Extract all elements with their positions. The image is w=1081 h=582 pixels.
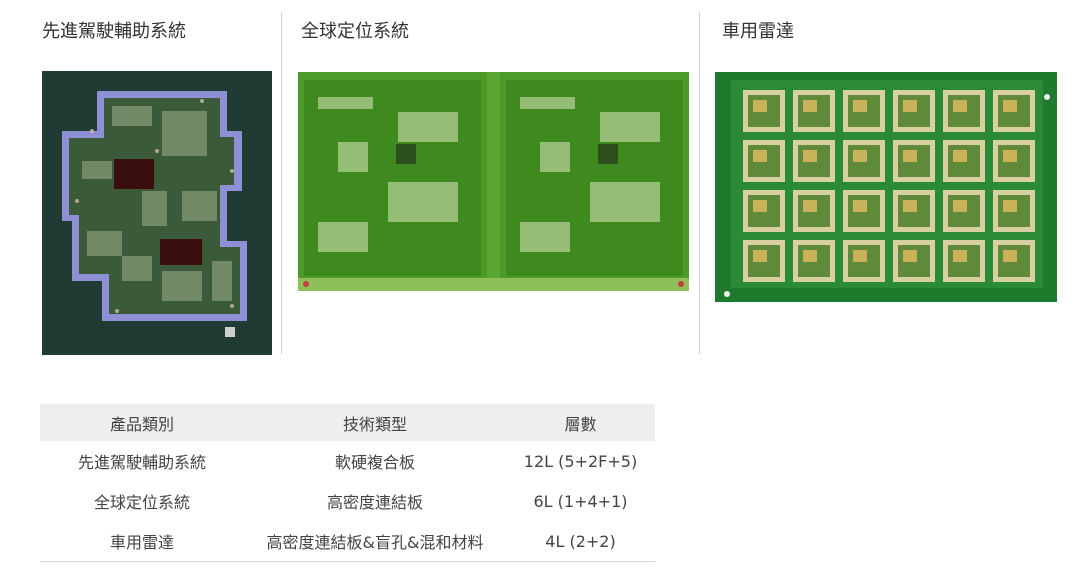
radar-package-pad <box>853 100 867 112</box>
radar-package-pad <box>803 200 817 212</box>
radar-package-pad <box>903 100 917 112</box>
radar-package-pad <box>753 150 767 162</box>
cell-layer-count: 4L (2+2) <box>506 521 655 562</box>
table-row: 先進駕駛輔助系統 軟硬複合板 12L (5+2F+5) <box>40 441 655 481</box>
radar-package-pad <box>953 150 967 162</box>
radar-package-pad <box>853 250 867 262</box>
adas-pcb-photo <box>42 71 272 355</box>
radar-pcb-photo <box>715 72 1057 302</box>
column-divider <box>699 12 700 354</box>
header-product-category: 產品類別 <box>40 404 244 441</box>
cell-layer-count: 6L (1+4+1) <box>533 491 628 511</box>
table-row: 全球定位系統 高密度連結板 6L (1+4+1) <box>40 481 655 521</box>
radar-package-pad <box>753 250 767 262</box>
radar-package-pad <box>903 250 917 262</box>
table-header-row: 產品類別 技術類型 層數 <box>40 404 655 441</box>
radar-package-pad <box>953 100 967 112</box>
radar-package-pad <box>1003 100 1017 112</box>
gps-title: 全球定位系統 <box>301 21 409 42</box>
radar-package-pad <box>953 250 967 262</box>
radar-package-pad <box>1003 200 1017 212</box>
radar-package-pad <box>903 200 917 212</box>
header-layer-count: 層數 <box>506 404 655 441</box>
radar-package-pad <box>853 200 867 212</box>
header-technology-type: 技術類型 <box>244 404 506 441</box>
radar-package-pad <box>953 200 967 212</box>
cell-layer-count: 12L (5+2F+5) <box>523 451 638 471</box>
cell-technology-type: 高密度連結板 <box>326 493 423 512</box>
radar-package-pad <box>753 200 767 212</box>
gps-pcb-photo <box>298 72 689 291</box>
radar-package-pad <box>803 250 817 262</box>
radar-package-pad <box>753 100 767 112</box>
cell-product-category: 車用雷達 <box>40 521 244 562</box>
table-row: 車用雷達 高密度連結板&盲孔&混和材料 4L (2+2) <box>40 521 655 562</box>
radar-title: 車用雷達 <box>722 21 794 42</box>
adas-title: 先進駕駛輔助系統 <box>42 21 186 42</box>
radar-package-pad <box>803 100 817 112</box>
radar-package-pad <box>1003 250 1017 262</box>
radar-package-pad <box>853 150 867 162</box>
radar-package-pad <box>903 150 917 162</box>
cell-product-category: 全球定位系統 <box>93 493 190 512</box>
product-spec-table: 產品類別 技術類型 層數 先進駕駛輔助系統 軟硬複合板 12L (5+2F+5)… <box>40 404 655 562</box>
cell-technology-type: 軟硬複合板 <box>334 453 415 472</box>
radar-package-pad <box>803 150 817 162</box>
cell-product-category: 先進駕駛輔助系統 <box>77 453 206 472</box>
cell-technology-type: 高密度連結板&盲孔&混和材料 <box>244 521 506 562</box>
radar-package-pad <box>1003 150 1017 162</box>
column-divider <box>281 12 282 354</box>
